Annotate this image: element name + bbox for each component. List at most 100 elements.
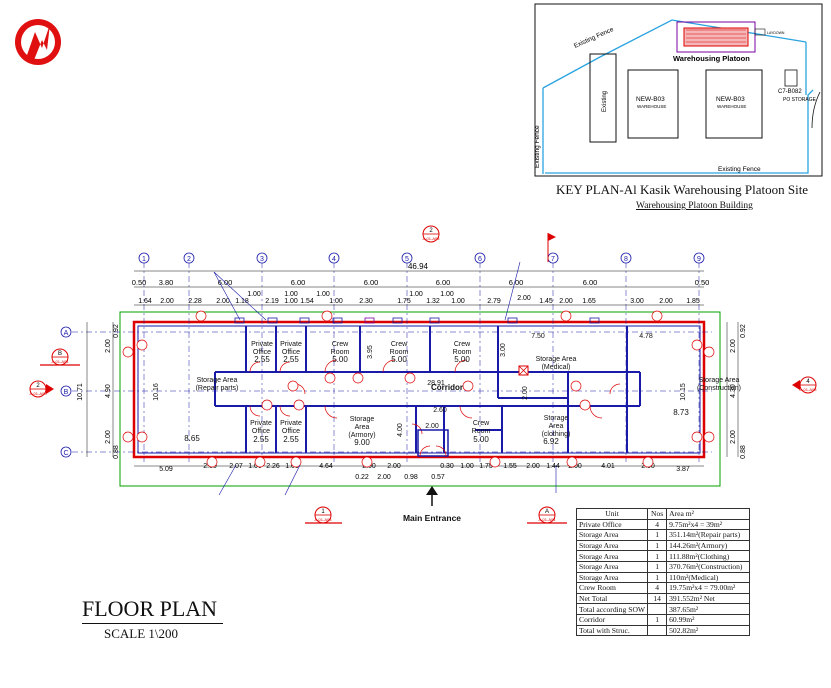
area-header-nos: Nos [647,508,668,520]
flag-icon [547,233,556,262]
floor-plan-scale: SCALE 1\200 [104,626,179,641]
dim-top2-18: 3.00 [630,298,644,305]
cell-area: 60.99m² [666,613,751,626]
room-armory-sub: Area [355,424,370,431]
dim-top2-0: 1.64 [138,298,152,305]
room-repair-area: 8.65 [184,434,200,443]
sec-bot2-ref: A-01-A04 [539,517,557,522]
cell-area: 387.65m² [666,603,751,615]
cell-area: 370.76m²(Construction) [666,560,751,573]
dim-top3-3: 1.00 [409,291,423,298]
room-armory-name: Storage [350,416,375,423]
dim-right-3: 0.92 [740,324,747,338]
dim-left-3: 2.00 [105,430,112,444]
cell-unit: Storage Area [575,539,649,552]
dim-bot-4: 2.26 [266,463,280,470]
cell-area: 391.552m² Net [666,592,751,605]
sec-bot1-ref: A-01-A03 [315,517,333,522]
room-medical-sub: (Medical) [542,364,571,371]
dim-right-1: 4.30 [730,384,737,398]
room-construction-sub: (Construction) [697,385,741,392]
door-swings [249,359,621,435]
room-po3-sub: Office [252,428,270,435]
entrance-arrow-icon [426,486,438,495]
dim-bot2-4: 0.57 [431,474,445,481]
cell-nos: 1 [647,529,668,541]
grid-label-6: 6 [478,256,482,263]
room-repair-name: Storage Area [197,377,238,384]
cell-area: 110m²(Medical) [666,571,751,584]
room-po3-name: Private [250,420,272,427]
room-po4-area: 2.55 [283,435,299,444]
dim-bot-10: 1.75 [479,463,493,470]
room-crew4-area: 5.00 [473,435,489,444]
grid-label-8: 8 [624,256,628,263]
room-po3-area: 2.55 [253,435,269,444]
room-construction-name: Storage Area [699,377,740,384]
area-header-area: Area m² [666,508,751,520]
room-clothing-area: 6.92 [543,437,559,446]
area-table-header: Unit Nos Area m² [575,508,751,520]
dim-bot-13: 1.44 [546,463,560,470]
entrance-vestibule [417,429,449,506]
inner-dim-1: 10.15 [680,383,687,401]
sec-left2-num: 2 [36,383,40,389]
room-armory-area: 9.00 [354,438,370,447]
interior-walls [214,326,641,453]
sec-bot1-num: 1 [321,509,325,515]
dim-bot2-1: 2.00 [377,474,391,481]
dim-bot-15: 4.01 [601,463,615,470]
key-fence-left-label: Existing Fence [534,125,541,168]
dimension-lines [86,270,739,467]
dim-left-5: 0.88 [113,445,120,459]
dim-right-0: 2.00 [730,339,737,353]
grid-label-c: C [63,450,68,457]
dim-top1-5: 6.00 [436,278,451,287]
cell-area: 19.75m²x4 = 79.00m² [666,582,751,594]
grid-label-9: 9 [697,256,701,263]
room-crew2-name: Crew [391,341,408,348]
dim-bot-17: 3.87 [676,466,690,473]
room-crew2-area: 5.00 [391,355,407,364]
cell-unit: Storage Area [575,529,649,541]
room-po2-sub: Office [282,349,300,356]
grid-label-5: 5 [405,256,409,263]
door-tags [122,310,715,468]
grid-bubbles-top: 1 2 3 4 5 6 7 8 9 [138,252,705,264]
dim-row-1: 0.50 3.80 6.00 6.00 6.00 6.00 6.00 6.00 … [132,278,710,287]
grid-label-3: 3 [260,256,264,263]
dim-top3-2: 1.00 [316,291,330,298]
dim-top1-0: 0.50 [132,278,147,287]
dim-bot2-0: 0.22 [355,474,369,481]
dim-top2-15: 1.45 [539,298,553,305]
room-clothing-sub2: (clothing) [542,431,571,438]
dim-bot-14: 2.00 [568,463,582,470]
room-crew4-sub: Room [472,428,491,435]
dim-bot-5: 1.00 [285,463,299,470]
grid-label-7: 7 [551,256,555,263]
room-crew3-area: 5.00 [454,355,470,364]
cell-nos: 4 [647,582,668,594]
room-clothing-sub: Area [549,423,564,430]
sec-left-num: B [58,351,62,357]
dim-row-2: 1.64 2.00 2.28 2.00 1.18 2.19 1.00 1.54 … [138,295,700,305]
dim-top2-4: 1.18 [235,298,249,305]
room-po1-name: Private [251,341,273,348]
cell-area: 144.26m²(Armory) [666,539,751,552]
leader-lines [213,261,557,496]
sec-top-ref: A-01-A03 [423,236,441,241]
dim-top2-13: 2.79 [487,298,501,305]
cell-area: 502.82m² [666,624,751,637]
dim-row-bottom: 5.09 2.00 2.07 1.00 2.26 1.00 4.64 2.00 … [159,463,690,481]
key-c7-sub: PO STORAGE [783,97,817,103]
dim-bot-6: 4.64 [319,463,333,470]
north-arrow-logo [15,19,61,65]
table-row: Total with Struc.502.82m² [575,624,751,637]
